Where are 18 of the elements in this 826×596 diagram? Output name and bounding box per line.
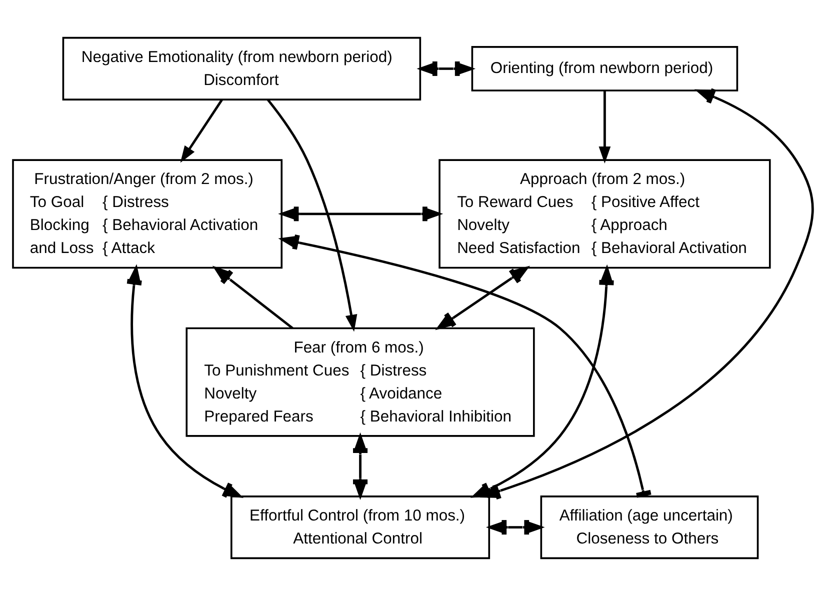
arrow	[212, 266, 294, 330]
arrow	[278, 234, 652, 498]
node-box: Approach (from 2 mos.) To Reward Cues { Positive Affect Novelty { Approach Need Satisfaction { Behavioral Activation	[438, 159, 771, 269]
node-box: Frustration/Anger (from 2 mos.) To Goal { Distress Blocking { Behavioral Activation and Loss { Attack	[12, 159, 283, 269]
node-box: Effortful Control (from 10 mos.) Attentional Control	[230, 496, 490, 560]
arrow	[266, 98, 358, 332]
arrow	[416, 61, 476, 76]
arrow	[598, 90, 611, 164]
node-box: Affiliation (age uncertain) Closeness to Others	[540, 496, 759, 560]
arrow	[435, 266, 530, 330]
arrow	[486, 520, 545, 535]
arrow	[480, 88, 814, 500]
arrow	[126, 264, 244, 498]
arrow	[470, 264, 614, 498]
node-box: Orienting (from newborn period)	[471, 46, 738, 92]
arrow	[180, 99, 223, 163]
node-box: Negative Emotionality (from newborn period) Discomfort	[62, 36, 422, 100]
node-box: Fear (from 6 mos.) To Punishment Cues { Distress Novelty { Avoidance Prepared Fears { Behavioral Inhibition	[186, 327, 535, 437]
